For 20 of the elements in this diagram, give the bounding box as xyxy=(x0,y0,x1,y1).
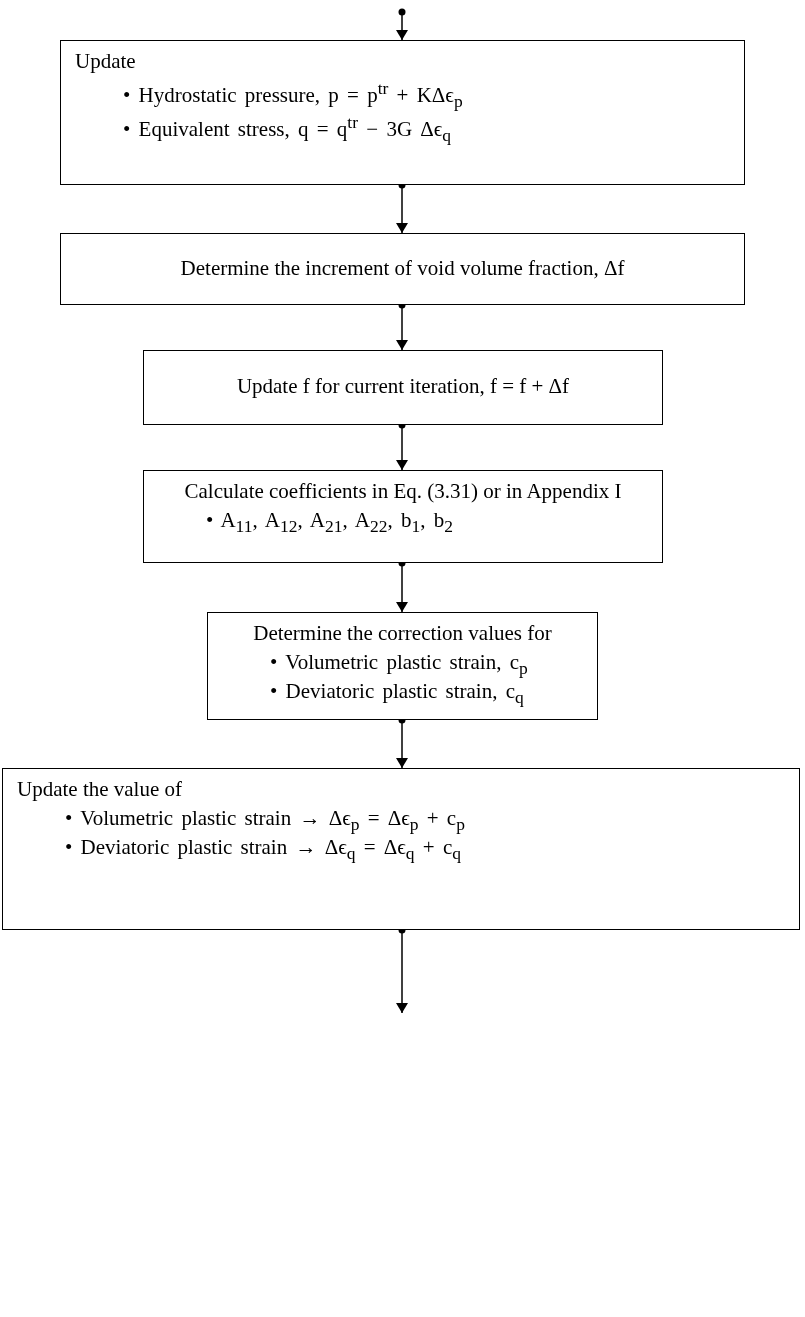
arrow xyxy=(396,8,408,41)
step-heading: Update xyxy=(75,49,136,74)
step-text: Determine the increment of void volume fraction, Δf xyxy=(180,255,625,281)
step-text: Update f for current iteration, f = f + Δf xyxy=(236,374,570,399)
process-box xyxy=(2,768,800,930)
step-heading: Update the value of xyxy=(17,777,183,802)
bullet-item: • Hydrostatic pressure, p = p$^{tr}$ + KΔϵ$_{p}$ xyxy=(123,78,464,113)
bullet-item: • A$_{11}$, A$_{12}$, A$_{21}$, A$_{22}$, b$_{1}$, b$_{2}$ xyxy=(206,508,454,538)
bullet-item: • Equivalent stress, q = q$^{tr}$ − 3G Δϵ$_{q}$ xyxy=(123,112,453,147)
step-heading: Determine the correction values for xyxy=(253,621,552,646)
bullet-item: • Volumetric plastic strain → Δϵ$_{p}$ = Δϵ$_{p}$ + c$_{p}$ xyxy=(65,806,466,836)
bullet-item: • Volumetric plastic strain, c$_{p}$ xyxy=(270,650,529,680)
process-box xyxy=(143,470,663,563)
process-box xyxy=(143,350,663,425)
process-box xyxy=(60,40,745,185)
step-heading: Calculate coefficients in Eq. (3.31) or in Appendix I xyxy=(184,479,622,504)
process-box xyxy=(60,233,745,305)
process-box xyxy=(207,612,598,720)
bullet-item: • Deviatoric plastic strain, c$_{q}$ xyxy=(270,679,525,709)
bullet-item: • Deviatoric plastic strain → Δϵ$_{q}$ = Δϵ$_{q}$ + c$_{q}$ xyxy=(65,835,462,865)
